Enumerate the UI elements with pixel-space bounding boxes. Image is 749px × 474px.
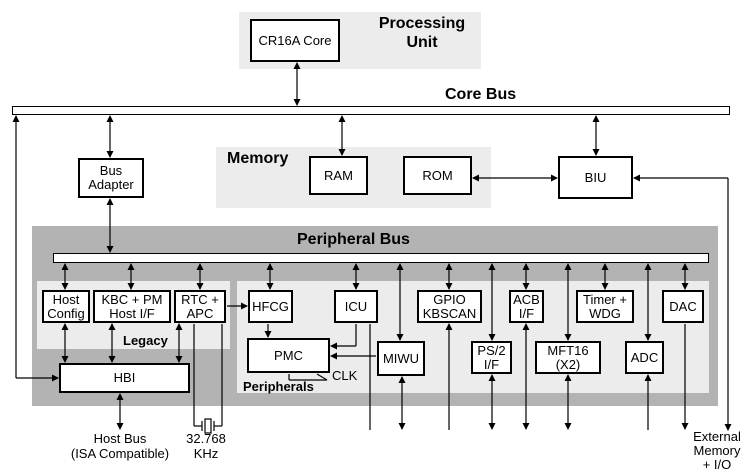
- pmc-block: PMC: [247, 338, 330, 373]
- icu-block: ICU: [334, 290, 378, 323]
- kbc-pm-host-if-block: KBC + PM Host I/F: [93, 290, 171, 323]
- peripherals-title: Peripherals: [243, 379, 314, 394]
- peripheral-bus-title: Peripheral Bus: [297, 231, 410, 248]
- rtc-apc-block: RTC + APC: [174, 290, 226, 323]
- dac-block: DAC: [662, 290, 704, 323]
- gpio-kbscan-block: GPIO KBSCAN: [417, 290, 482, 323]
- crystal-frequency-label: 32.768 KHz: [186, 431, 226, 461]
- rom-block: ROM: [403, 156, 472, 195]
- core-bus-line: [12, 106, 730, 115]
- ps2-if-block: PS/2 I/F: [471, 341, 512, 374]
- cr16a-core-block: CR16A Core: [250, 19, 340, 62]
- timer-wdg-block: Timer + WDG: [576, 290, 634, 323]
- external-memory-io-label: External Memory + I/O: [693, 429, 741, 472]
- legacy-title: Legacy: [123, 333, 168, 348]
- clk-label: CLK: [332, 368, 358, 383]
- memory-title: Memory: [227, 150, 289, 167]
- adc-block: ADC: [625, 341, 664, 374]
- peripheral-bus-line: [53, 253, 709, 263]
- bus-adapter-block: Bus Adapter: [78, 158, 144, 198]
- host-bus-label: Host Bus (ISA Compatible): [70, 431, 170, 461]
- core-bus-title: Core Bus: [445, 86, 517, 103]
- hfcg-block: HFCG: [248, 290, 293, 323]
- acb-if-block: ACB I/F: [509, 290, 544, 323]
- biu-block: BIU: [558, 156, 633, 199]
- processing-unit-title: Processing Unit: [378, 15, 466, 51]
- hbi-block: HBI: [59, 363, 190, 393]
- miwu-block: MIWU: [377, 341, 425, 376]
- host-config-block: Host Config: [42, 290, 90, 323]
- ram-block: RAM: [309, 156, 368, 195]
- mft16-block: MFT16 (X2): [535, 341, 601, 374]
